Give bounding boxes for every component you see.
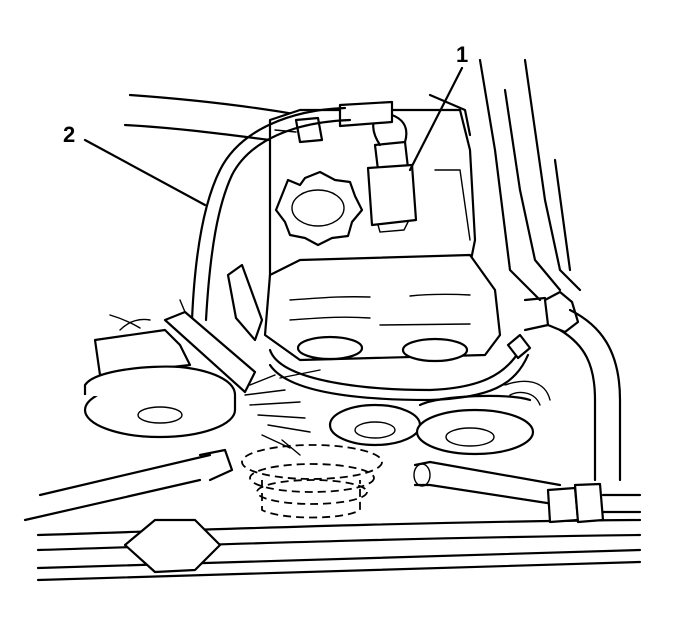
callout-leaders [83,66,464,207]
left-pulley [83,314,237,439]
wire-harness [190,106,352,322]
line-fitting [546,482,642,524]
frame-rail [23,448,642,582]
callout-1-label: 1 [456,42,468,67]
callout-2-leader [83,138,207,207]
component-housing [263,108,502,363]
fluid-spray [244,369,321,456]
background-structure [123,58,582,302]
dashed-seal [241,444,383,519]
sensor-bracket [163,263,264,394]
coolant-hose [523,290,622,482]
electrical-connector [366,110,418,233]
center-pulleys [328,380,551,456]
callout-2-label: 2 [63,122,75,147]
fill-cap [274,170,364,247]
right-wire [268,333,532,402]
callout-1-leader [408,66,464,172]
